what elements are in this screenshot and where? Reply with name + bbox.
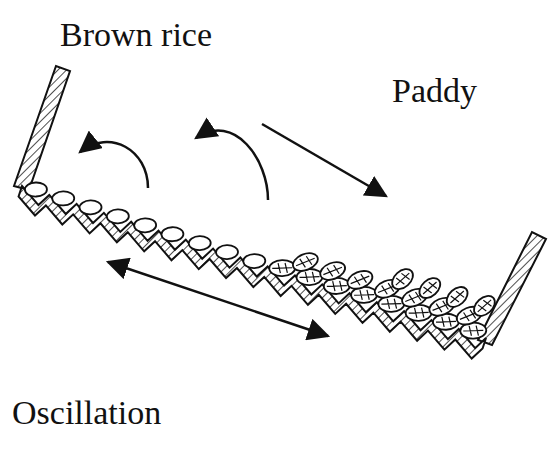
brown-rice-grain [134, 218, 156, 233]
paddy-label: Paddy [392, 72, 477, 109]
grain-outline [161, 227, 183, 242]
grain-outline [134, 218, 156, 233]
oscillation-arrow [108, 262, 328, 336]
grain-outline [216, 245, 238, 260]
grain-outline [318, 259, 348, 284]
grain-outline [107, 209, 129, 224]
grain-outline [388, 265, 417, 293]
grain-outline [189, 236, 211, 251]
grain-outline [79, 200, 101, 215]
right-wall [478, 232, 546, 345]
brown-rice-grain [216, 245, 238, 260]
husk-mark [463, 325, 483, 336]
husk-mark [294, 254, 316, 271]
brown-rice-grain [189, 236, 211, 251]
husk-mark [299, 272, 319, 283]
paddy-grain [388, 265, 417, 293]
paddy-grain [443, 283, 472, 311]
husk-mark [392, 269, 412, 288]
brown-rice-grain [25, 182, 47, 197]
paddy-grain [318, 259, 348, 284]
husk-mark [322, 263, 344, 280]
left-wall [14, 66, 70, 190]
paddy-grain [290, 250, 320, 275]
husk-mark [447, 287, 467, 306]
grains [25, 182, 499, 339]
brown-rice-arrow [196, 131, 268, 200]
paddy-grain [269, 260, 296, 277]
brown-rice-grain [161, 227, 183, 242]
paddy-grain [416, 274, 445, 302]
grain-outline [25, 182, 47, 197]
husk-mark [349, 272, 371, 289]
oscillation-label: Oscillation [12, 394, 161, 431]
grain-outline [416, 274, 445, 302]
husk-mark [327, 281, 347, 292]
husk-mark [409, 307, 429, 318]
grain-outline [470, 292, 499, 320]
brown-rice-grain [107, 209, 129, 224]
husk-mark [272, 263, 292, 274]
indented-tray [19, 186, 486, 359]
paddy-grain [470, 292, 499, 320]
husk-mark [381, 299, 401, 310]
grain-outline [345, 268, 375, 293]
brown-rice-grain [52, 191, 74, 206]
brown-rice-label: Brown rice [60, 16, 212, 53]
husk-mark [436, 316, 456, 327]
husk-mark [474, 296, 494, 315]
grain-outline [443, 283, 472, 311]
brown-rice-grain [243, 254, 265, 269]
tray-plate [19, 186, 486, 359]
grain-outline [52, 191, 74, 206]
husk-mark [420, 278, 440, 297]
husk-mark [354, 290, 374, 301]
brown-rice-grain [79, 200, 101, 215]
paddy-grain [345, 268, 375, 293]
grain-outline [269, 260, 296, 277]
grain-outline [290, 250, 320, 275]
paddy-arrow [262, 124, 386, 196]
brown-rice-arrow [80, 142, 148, 188]
grain-outline [243, 254, 265, 269]
